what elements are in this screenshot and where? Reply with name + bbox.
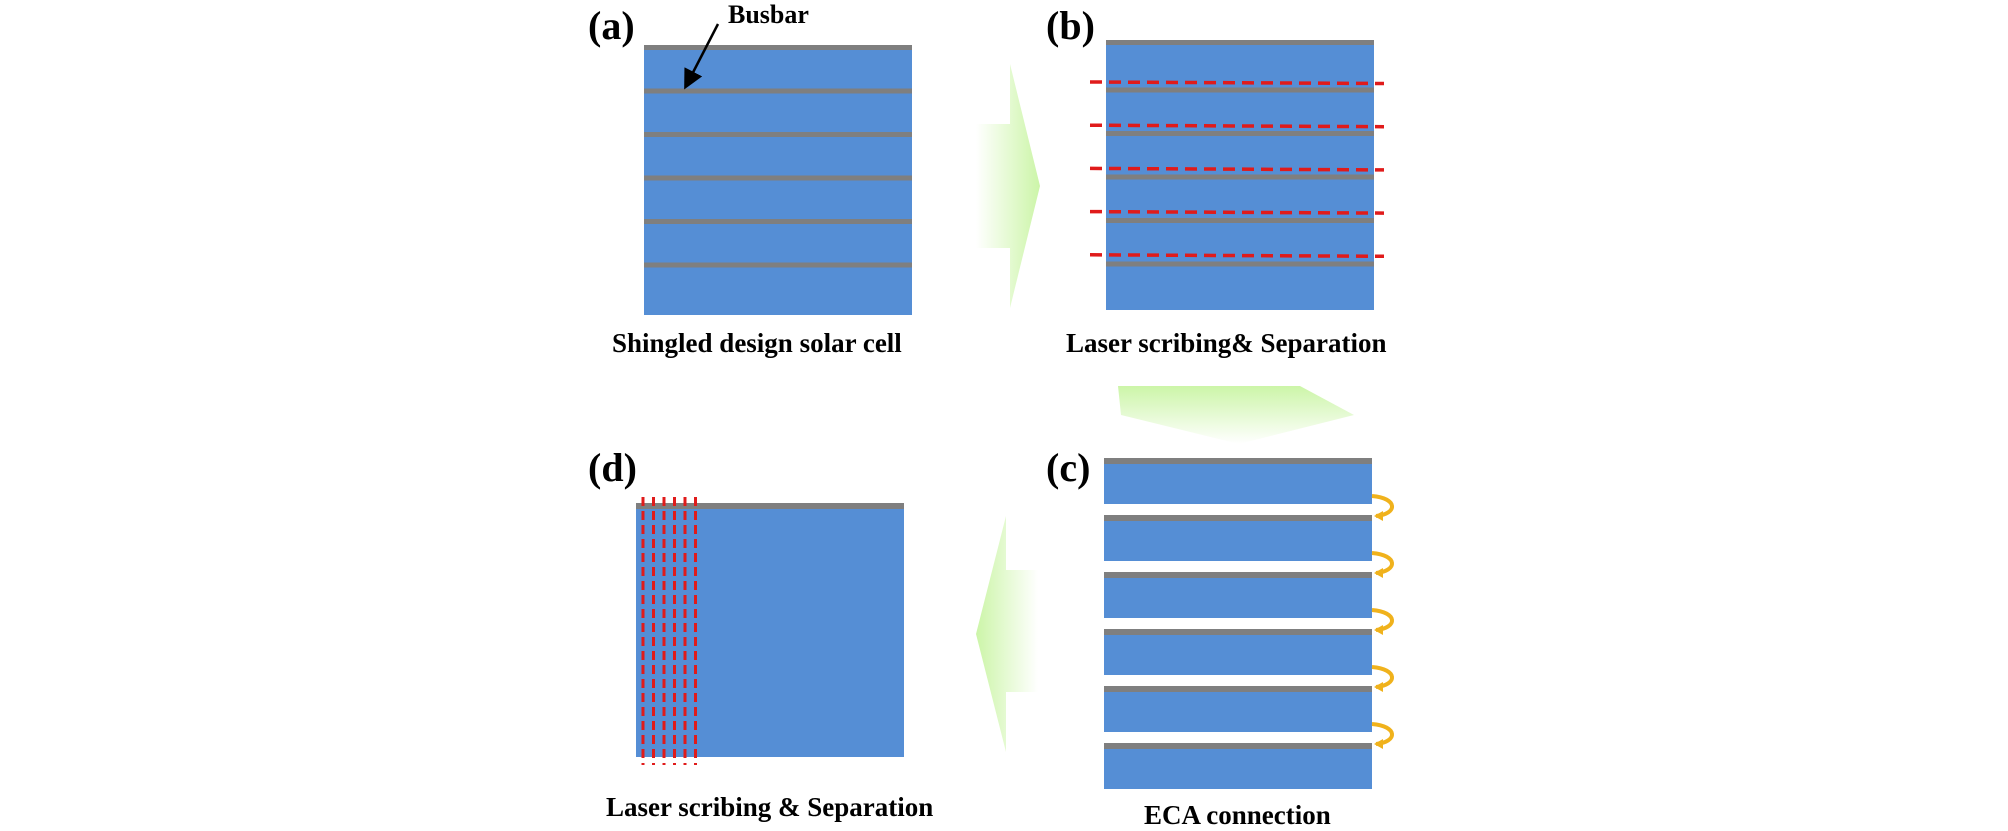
eca-arrowhead <box>1374 568 1383 578</box>
scribe-line <box>1089 209 1385 215</box>
busbar <box>1106 40 1374 45</box>
busbar <box>644 262 912 268</box>
flow-arrow-a-to-b <box>976 64 1040 308</box>
strip-busbar <box>1104 515 1372 521</box>
busbar-pointer-arrow <box>684 23 720 90</box>
strip-busbar <box>1104 572 1372 578</box>
eca-arrowhead <box>1374 739 1383 749</box>
cell-strip <box>1104 458 1372 504</box>
busbar <box>644 219 912 224</box>
eca-link <box>1371 722 1394 749</box>
flow-arrow-b-to-c <box>1118 386 1354 444</box>
panel-d-cell <box>636 497 904 765</box>
eca-arrowhead <box>1374 511 1383 521</box>
strip-busbar <box>1104 629 1372 635</box>
busbar <box>1106 87 1374 93</box>
panel-a-letter: (a) <box>588 3 635 48</box>
panel-c-caption: ECA connection <box>1144 800 1331 830</box>
scribe-line <box>1089 123 1385 129</box>
panel-a-wafer <box>644 47 912 315</box>
panel-b-letter: (b) <box>1046 3 1095 48</box>
cell-strip <box>1104 743 1372 789</box>
cell-strip <box>1104 686 1372 732</box>
busbar <box>644 175 912 181</box>
cell-strip <box>1104 515 1372 561</box>
panel-b-caption: Laser scribing& Separation <box>1066 328 1387 358</box>
panel-c-strips <box>1104 458 1372 789</box>
strip-busbar <box>1104 686 1372 692</box>
eca-link <box>1371 551 1394 578</box>
eca-arrowhead <box>1374 682 1383 692</box>
busbar <box>1106 261 1374 267</box>
scribe-line <box>1089 80 1385 86</box>
eca-arrowhead <box>1374 625 1383 635</box>
panel-d-busbar <box>636 503 904 509</box>
scribe-line <box>1089 253 1385 259</box>
cell-strip <box>1104 572 1372 618</box>
busbar <box>644 132 912 137</box>
panel-b-busbars <box>1106 40 1374 267</box>
panel-d-caption: Laser scribing & Separation <box>606 792 934 822</box>
busbar <box>1106 131 1374 136</box>
busbar <box>1106 174 1374 180</box>
panel-a-busbars <box>644 45 912 268</box>
strip-busbar <box>1104 458 1372 464</box>
strip-busbar <box>1104 743 1372 749</box>
panel-b-scribe-lines <box>1089 80 1385 259</box>
eca-link <box>1371 608 1394 635</box>
panel-a-cell <box>644 23 912 315</box>
cell-strip <box>1104 629 1372 675</box>
panel-d-scribe-columns <box>641 497 697 765</box>
scribe-line <box>1089 166 1385 172</box>
busbar <box>1106 218 1374 223</box>
busbar-callout: Busbar <box>728 0 809 29</box>
panel-b-cell <box>1089 40 1385 310</box>
busbar <box>644 88 912 94</box>
busbar <box>644 45 912 50</box>
panel-c-letter: (c) <box>1046 445 1091 490</box>
eca-link <box>1371 665 1394 692</box>
panel-d-wafer <box>636 505 904 757</box>
panel-a-caption: Shingled design solar cell <box>612 328 902 358</box>
panel-c-eca-links <box>1371 494 1394 749</box>
flow-arrow-c-to-d <box>976 516 1038 752</box>
panel-d-letter: (d) <box>588 445 637 490</box>
eca-link <box>1371 494 1394 521</box>
